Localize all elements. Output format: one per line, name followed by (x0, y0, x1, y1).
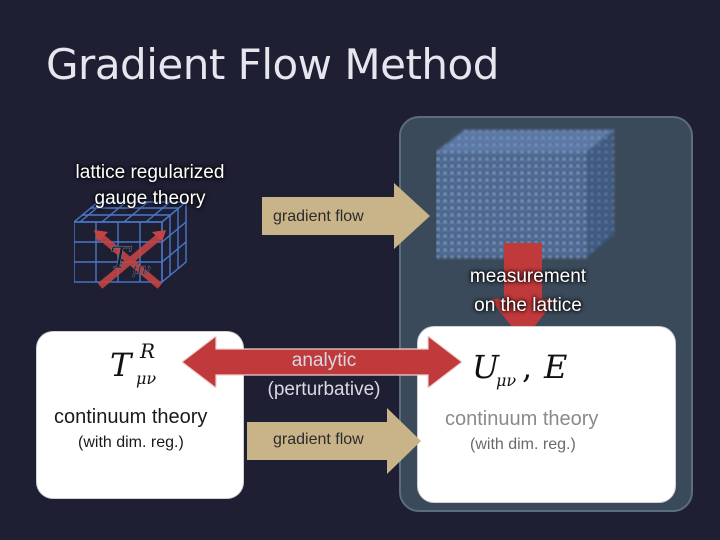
measurement-label-line1: measurement (469, 266, 587, 287)
lattice-label-line2: gauge theory (94, 188, 206, 209)
svg-text:U: U (472, 348, 500, 386)
left-continuum-label: continuum theory (54, 406, 208, 428)
svg-text:E: E (543, 348, 567, 386)
right-continuum-label: continuum theory (445, 408, 599, 430)
analytic-label-line1: analytic (291, 350, 357, 371)
svg-text:μν: μν (496, 371, 516, 390)
lattice-label: lattice regularized gauge theory (58, 160, 242, 212)
svg-text:,: , (522, 348, 532, 386)
measurement-label-line2: on the lattice (474, 295, 582, 316)
right-continuum-sublabel: (with dim. reg.) (470, 436, 576, 453)
gradient-flow-arrow-bottom (247, 408, 421, 474)
analytic-label: analytic (perturbative) (250, 346, 398, 404)
left-continuum-sublabel: (with dim. reg.) (78, 434, 184, 451)
flowed-lattice-image (436, 130, 614, 258)
svg-text:μν: μν (136, 369, 156, 388)
gradient-flow-label-bottom: gradient flow (273, 431, 364, 448)
measurement-arrow (490, 243, 556, 341)
svg-text:μν: μν (132, 260, 151, 278)
lattice-label-line1: lattice regularized (75, 162, 225, 183)
analytic-double-arrow (182, 336, 462, 388)
u-mu-nu-e-symbol: U μν , E (472, 348, 567, 390)
gradient-flow-label-top: gradient flow (273, 208, 364, 225)
measurement-label: measurement on the lattice (452, 262, 604, 320)
continuum-box-right (418, 327, 675, 502)
lattice-cube-icon: T μν (74, 200, 188, 289)
analytic-label-line2: (perturbative) (267, 379, 381, 400)
t-r-mu-nu-symbol: T R μν (110, 339, 156, 388)
svg-text:T: T (110, 346, 134, 384)
t-mu-nu-lattice-symbol: T (110, 241, 132, 276)
gradient-flow-arrow-top (262, 183, 430, 249)
svg-text:R: R (139, 339, 155, 363)
slide-title: Gradient Flow Method (46, 40, 499, 89)
